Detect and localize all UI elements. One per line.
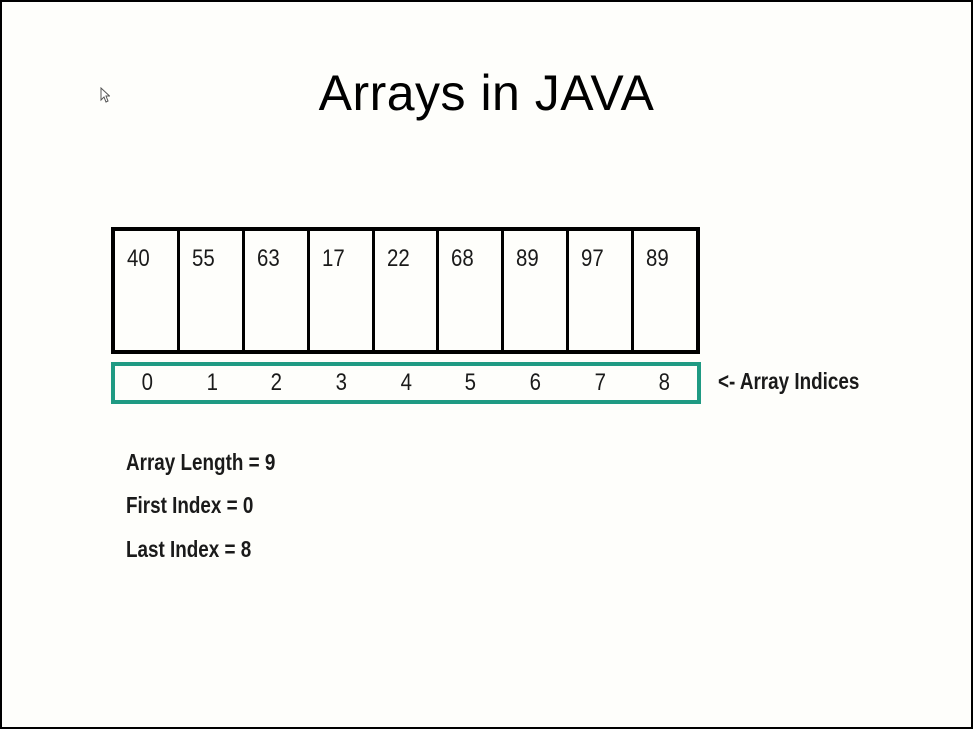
array-cell: 89 [504,231,570,350]
array-value: 55 [191,245,215,272]
indices-label: <- Array Indices [718,368,860,394]
array-index: 7 [594,369,606,396]
array-index: 8 [659,369,671,396]
first-index-text: First Index = 0 [126,492,254,518]
array-value: 89 [516,245,540,272]
array-cell: 63 [245,231,310,350]
array-cell: 55 [180,231,245,350]
array-index: 4 [400,369,412,396]
array-cell: 68 [439,231,505,350]
array-index: 1 [206,369,218,396]
array-index: 6 [529,369,542,396]
array-indices: 0 1 2 3 4 5 6 7 8 [111,362,701,404]
slide-title: Arrays in JAVA [318,65,655,121]
array-value: 40 [127,245,150,272]
array-value: 68 [451,245,475,272]
array-value: 89 [646,245,669,272]
array-cell: 17 [310,231,375,350]
array-index: 0 [141,369,154,396]
array-index: 3 [335,369,348,396]
array-length-text: Array Length = 9 [126,449,276,475]
array-cell: 89 [634,231,696,350]
array-value: 97 [581,245,604,272]
array-cell: 97 [569,231,635,350]
array-index: 5 [465,369,477,396]
mouse-pointer-icon [100,87,110,103]
array-index: 2 [271,369,283,396]
array-value: 17 [321,245,345,272]
array-value: 22 [386,245,410,272]
array-elements: 40 55 63 17 22 68 89 97 89 [111,227,700,354]
array-cell: 40 [115,231,180,350]
last-index-text: Last Index = 8 [126,536,252,562]
array-value: 63 [256,245,280,272]
array-cell: 22 [375,231,440,350]
